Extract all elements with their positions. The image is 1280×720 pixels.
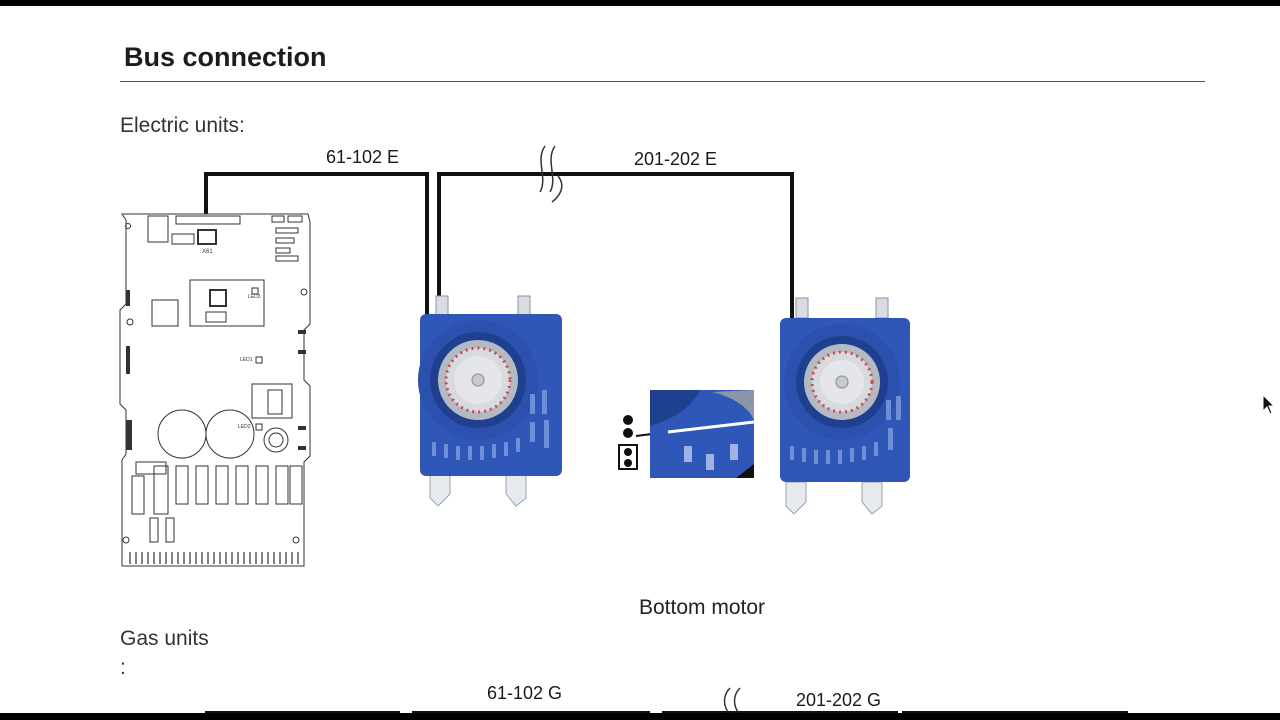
- jumper-symbol: [618, 415, 653, 470]
- wire-board-to-unit1: [204, 172, 429, 330]
- wire-label-61-102-e: 61-102 E: [326, 147, 400, 167]
- electric-units-heading: Electric units:: [120, 114, 245, 137]
- unit-1: [418, 295, 562, 507]
- top-black-bar: [0, 0, 1280, 6]
- bottom-motor-caption: Bottom motor: [639, 596, 766, 619]
- relay-row: [131, 465, 303, 515]
- bottom-black-bar: [0, 713, 1280, 720]
- wire-unit1-to-unit2: [437, 172, 794, 330]
- bus-wires-electric: [204, 172, 794, 330]
- bus-wires-gas: [205, 711, 1128, 714]
- led2-label: LED2: [238, 424, 251, 430]
- bus-connector-x61: [197, 229, 217, 245]
- gas-units-colon: :: [120, 656, 126, 679]
- mouse-cursor-icon: [1262, 393, 1276, 421]
- gas-wire-break-symbol: [723, 687, 741, 713]
- control-board: [119, 213, 311, 567]
- page-title: Bus connection: [124, 42, 327, 72]
- title-divider: [120, 81, 1205, 82]
- wire-label-61-102-g: 61-102 G: [487, 683, 563, 703]
- unit-2: [780, 297, 910, 515]
- connector-label: X61: [202, 249, 213, 255]
- gas-units-heading: Gas units: [120, 627, 209, 650]
- bottom-motor-detail: [650, 390, 755, 478]
- wire-label-201-202-e: 201-202 E: [634, 149, 718, 169]
- wire-label-201-202-g: 201-202 G: [796, 690, 882, 710]
- led1-label: LED1: [240, 357, 253, 363]
- wire-break-symbol: [539, 145, 563, 203]
- led3-label: LED3: [248, 294, 261, 300]
